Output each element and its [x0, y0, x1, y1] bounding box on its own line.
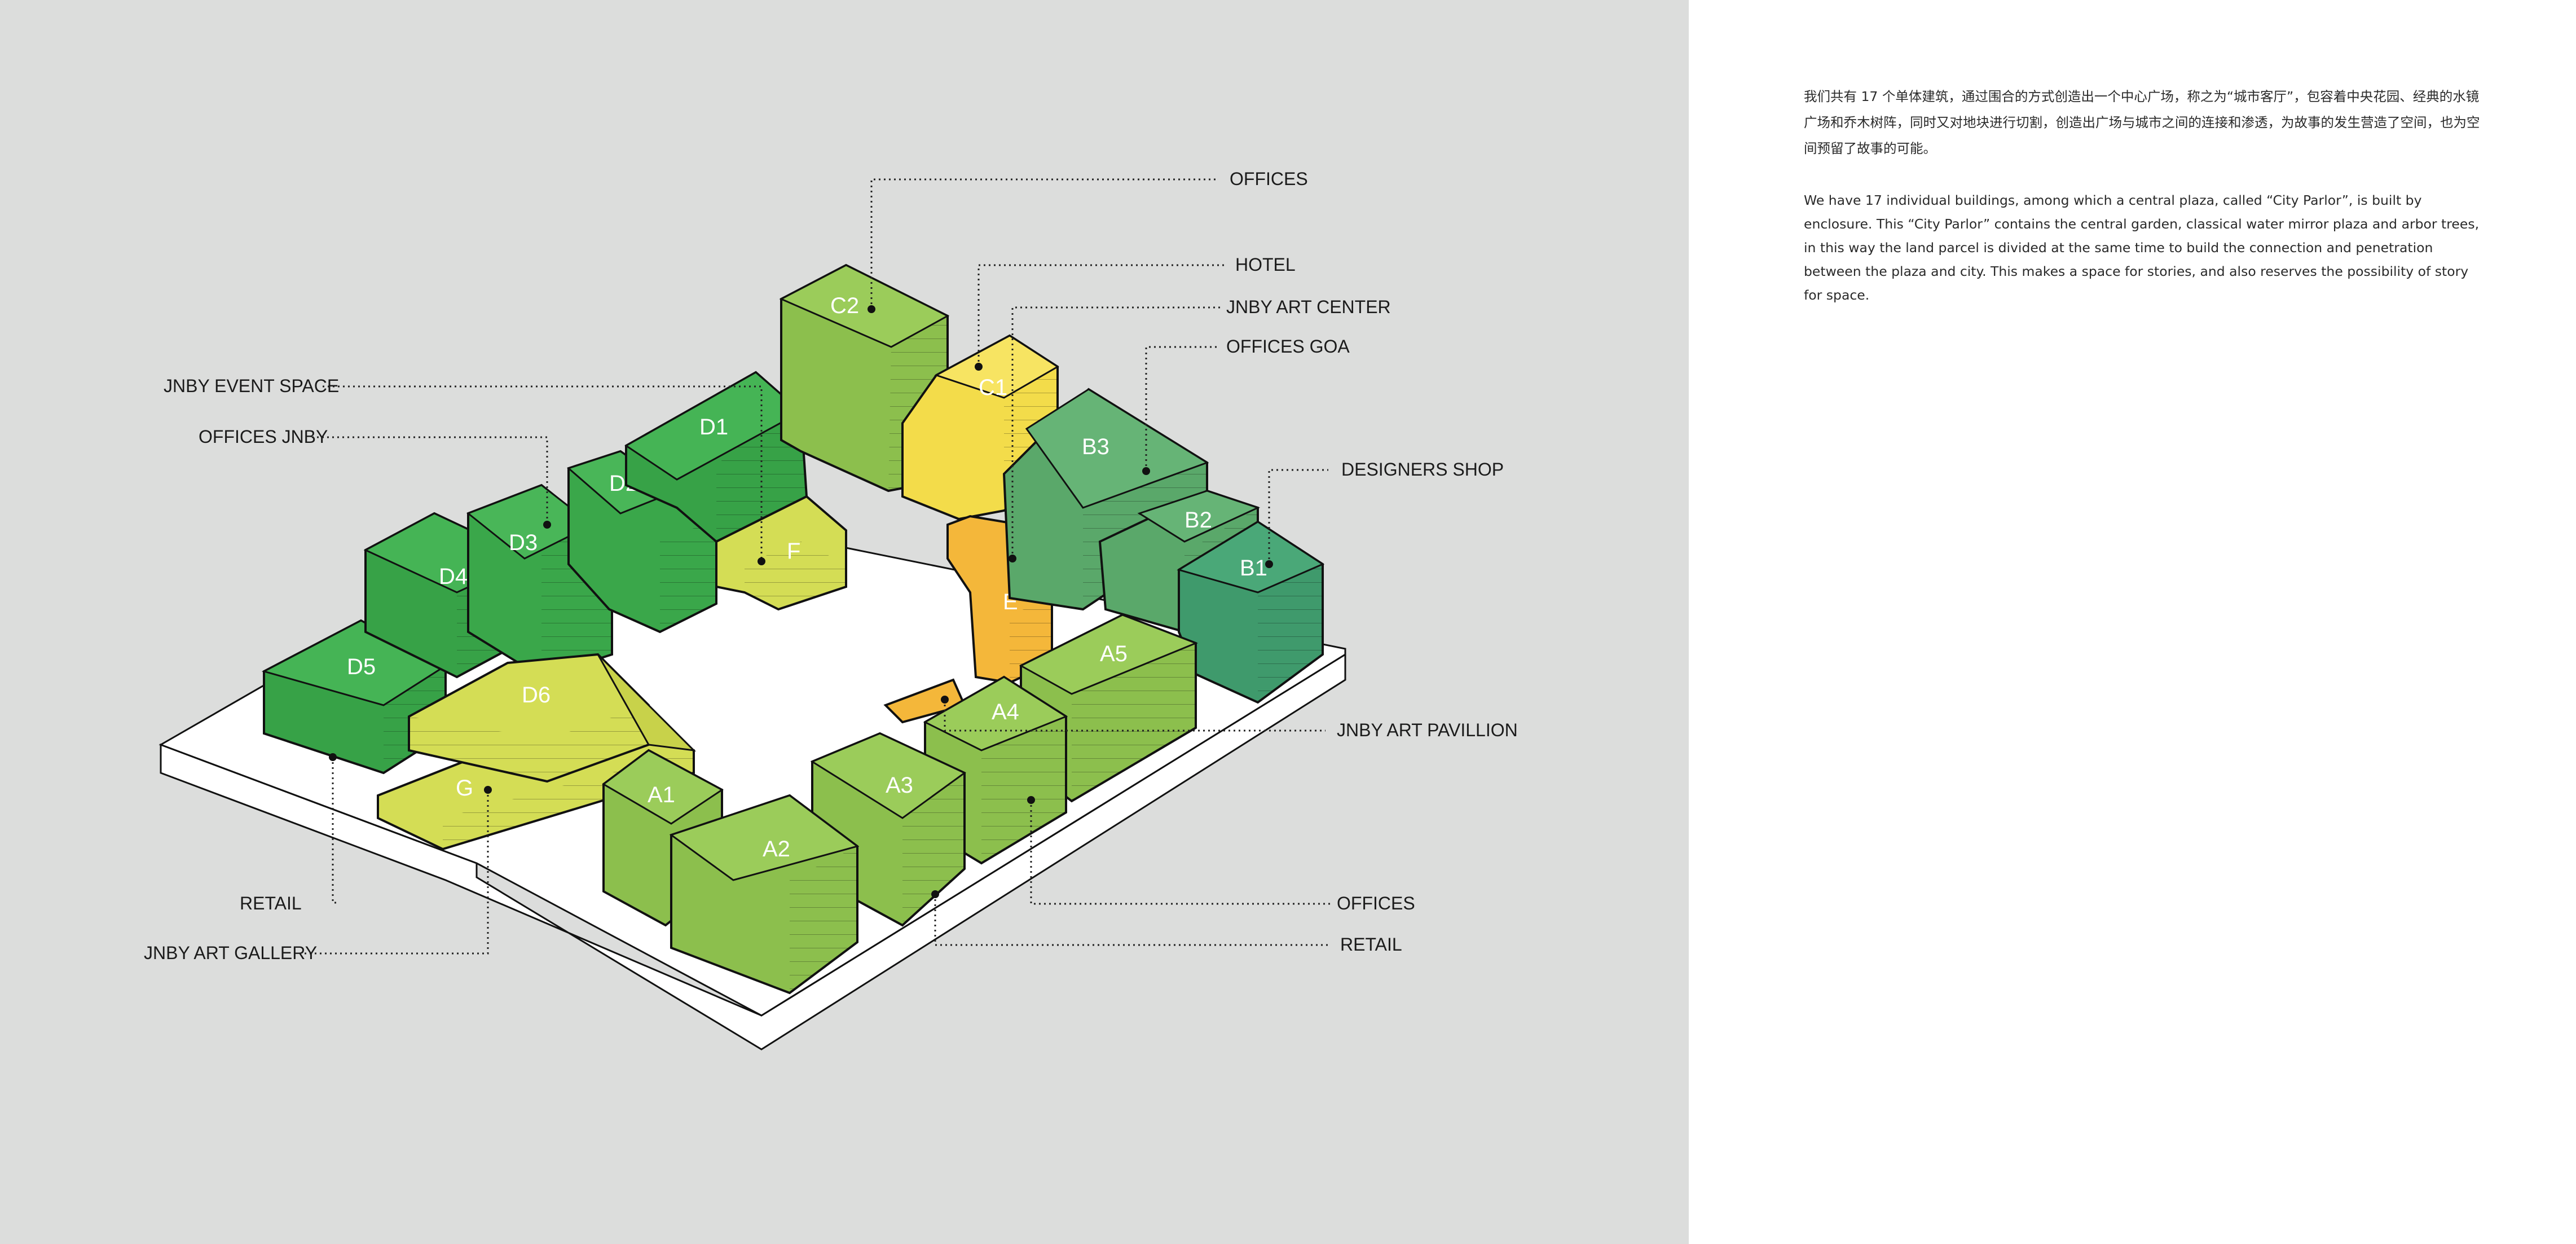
description-panel: 我们共有 17 个单体建筑，通过围合的方式创造出一个中心广场，称之为“城市客厅”… — [1804, 83, 2486, 307]
callout-leaders — [305, 178, 1331, 955]
callout-designers-shop: DESIGNERS SHOP — [1341, 459, 1504, 480]
callout-dots — [329, 305, 1273, 898]
diagram-panel: D5 D4 D3 D2 D1 F G D6 — [0, 0, 1689, 1244]
building-label-c1: C1 — [979, 375, 1007, 400]
building-label-c2: C2 — [830, 293, 859, 318]
building-f: F — [715, 495, 847, 611]
callout-jnby-art-center: JNBY ART CENTER — [1226, 297, 1391, 317]
callout-jnby-event-space: JNBY EVENT SPACE — [164, 376, 339, 396]
building-label-a1: A1 — [648, 783, 675, 807]
building-label-d3: D3 — [509, 530, 538, 555]
building-label-b1: B1 — [1240, 556, 1267, 581]
callout-jnby-art-pavillion: JNBY ART PAVILLION — [1337, 720, 1518, 740]
site-plan-axonometric: D5 D4 D3 D2 D1 F G D6 — [144, 169, 1518, 1050]
building-label-b2: B2 — [1184, 508, 1212, 533]
building-label-d6: D6 — [522, 683, 551, 707]
building-a2: A2 — [669, 794, 860, 995]
callout-offices-bottom: OFFICES — [1337, 893, 1415, 913]
building-d6: D6 — [408, 653, 697, 783]
callout-retail-left: RETAIL — [240, 893, 302, 913]
callout-offices-top: OFFICES — [1230, 169, 1308, 189]
callout-jnby-art-gallery: JNBY ART GALLERY — [144, 943, 317, 963]
building-label-d5: D5 — [347, 654, 376, 679]
building-label-b3: B3 — [1082, 434, 1109, 459]
callout-offices-jnby: OFFICES JNBY — [199, 427, 328, 447]
building-label-d1: D1 — [699, 415, 728, 439]
description-chinese: 我们共有 17 个单体建筑，通过围合的方式创造出一个中心广场，称之为“城市客厅”… — [1804, 89, 2480, 156]
building-label-a5: A5 — [1100, 641, 1128, 666]
building-b1: B1 — [1177, 520, 1325, 704]
building-label-a3: A3 — [886, 773, 913, 798]
building-label-f: F — [787, 539, 800, 564]
building-label-g: G — [456, 776, 473, 801]
callout-hotel: HOTEL — [1235, 254, 1296, 275]
building-label-a2: A2 — [763, 837, 790, 861]
description-english: We have 17 individual buildings, among w… — [1804, 192, 2480, 303]
callout-retail-right: RETAIL — [1340, 934, 1402, 955]
building-d5: D5 — [261, 619, 447, 775]
building-label-d4: D4 — [439, 564, 468, 589]
callout-offices-goa: OFFICES GOA — [1226, 336, 1350, 357]
building-label-a4: A4 — [992, 700, 1019, 724]
